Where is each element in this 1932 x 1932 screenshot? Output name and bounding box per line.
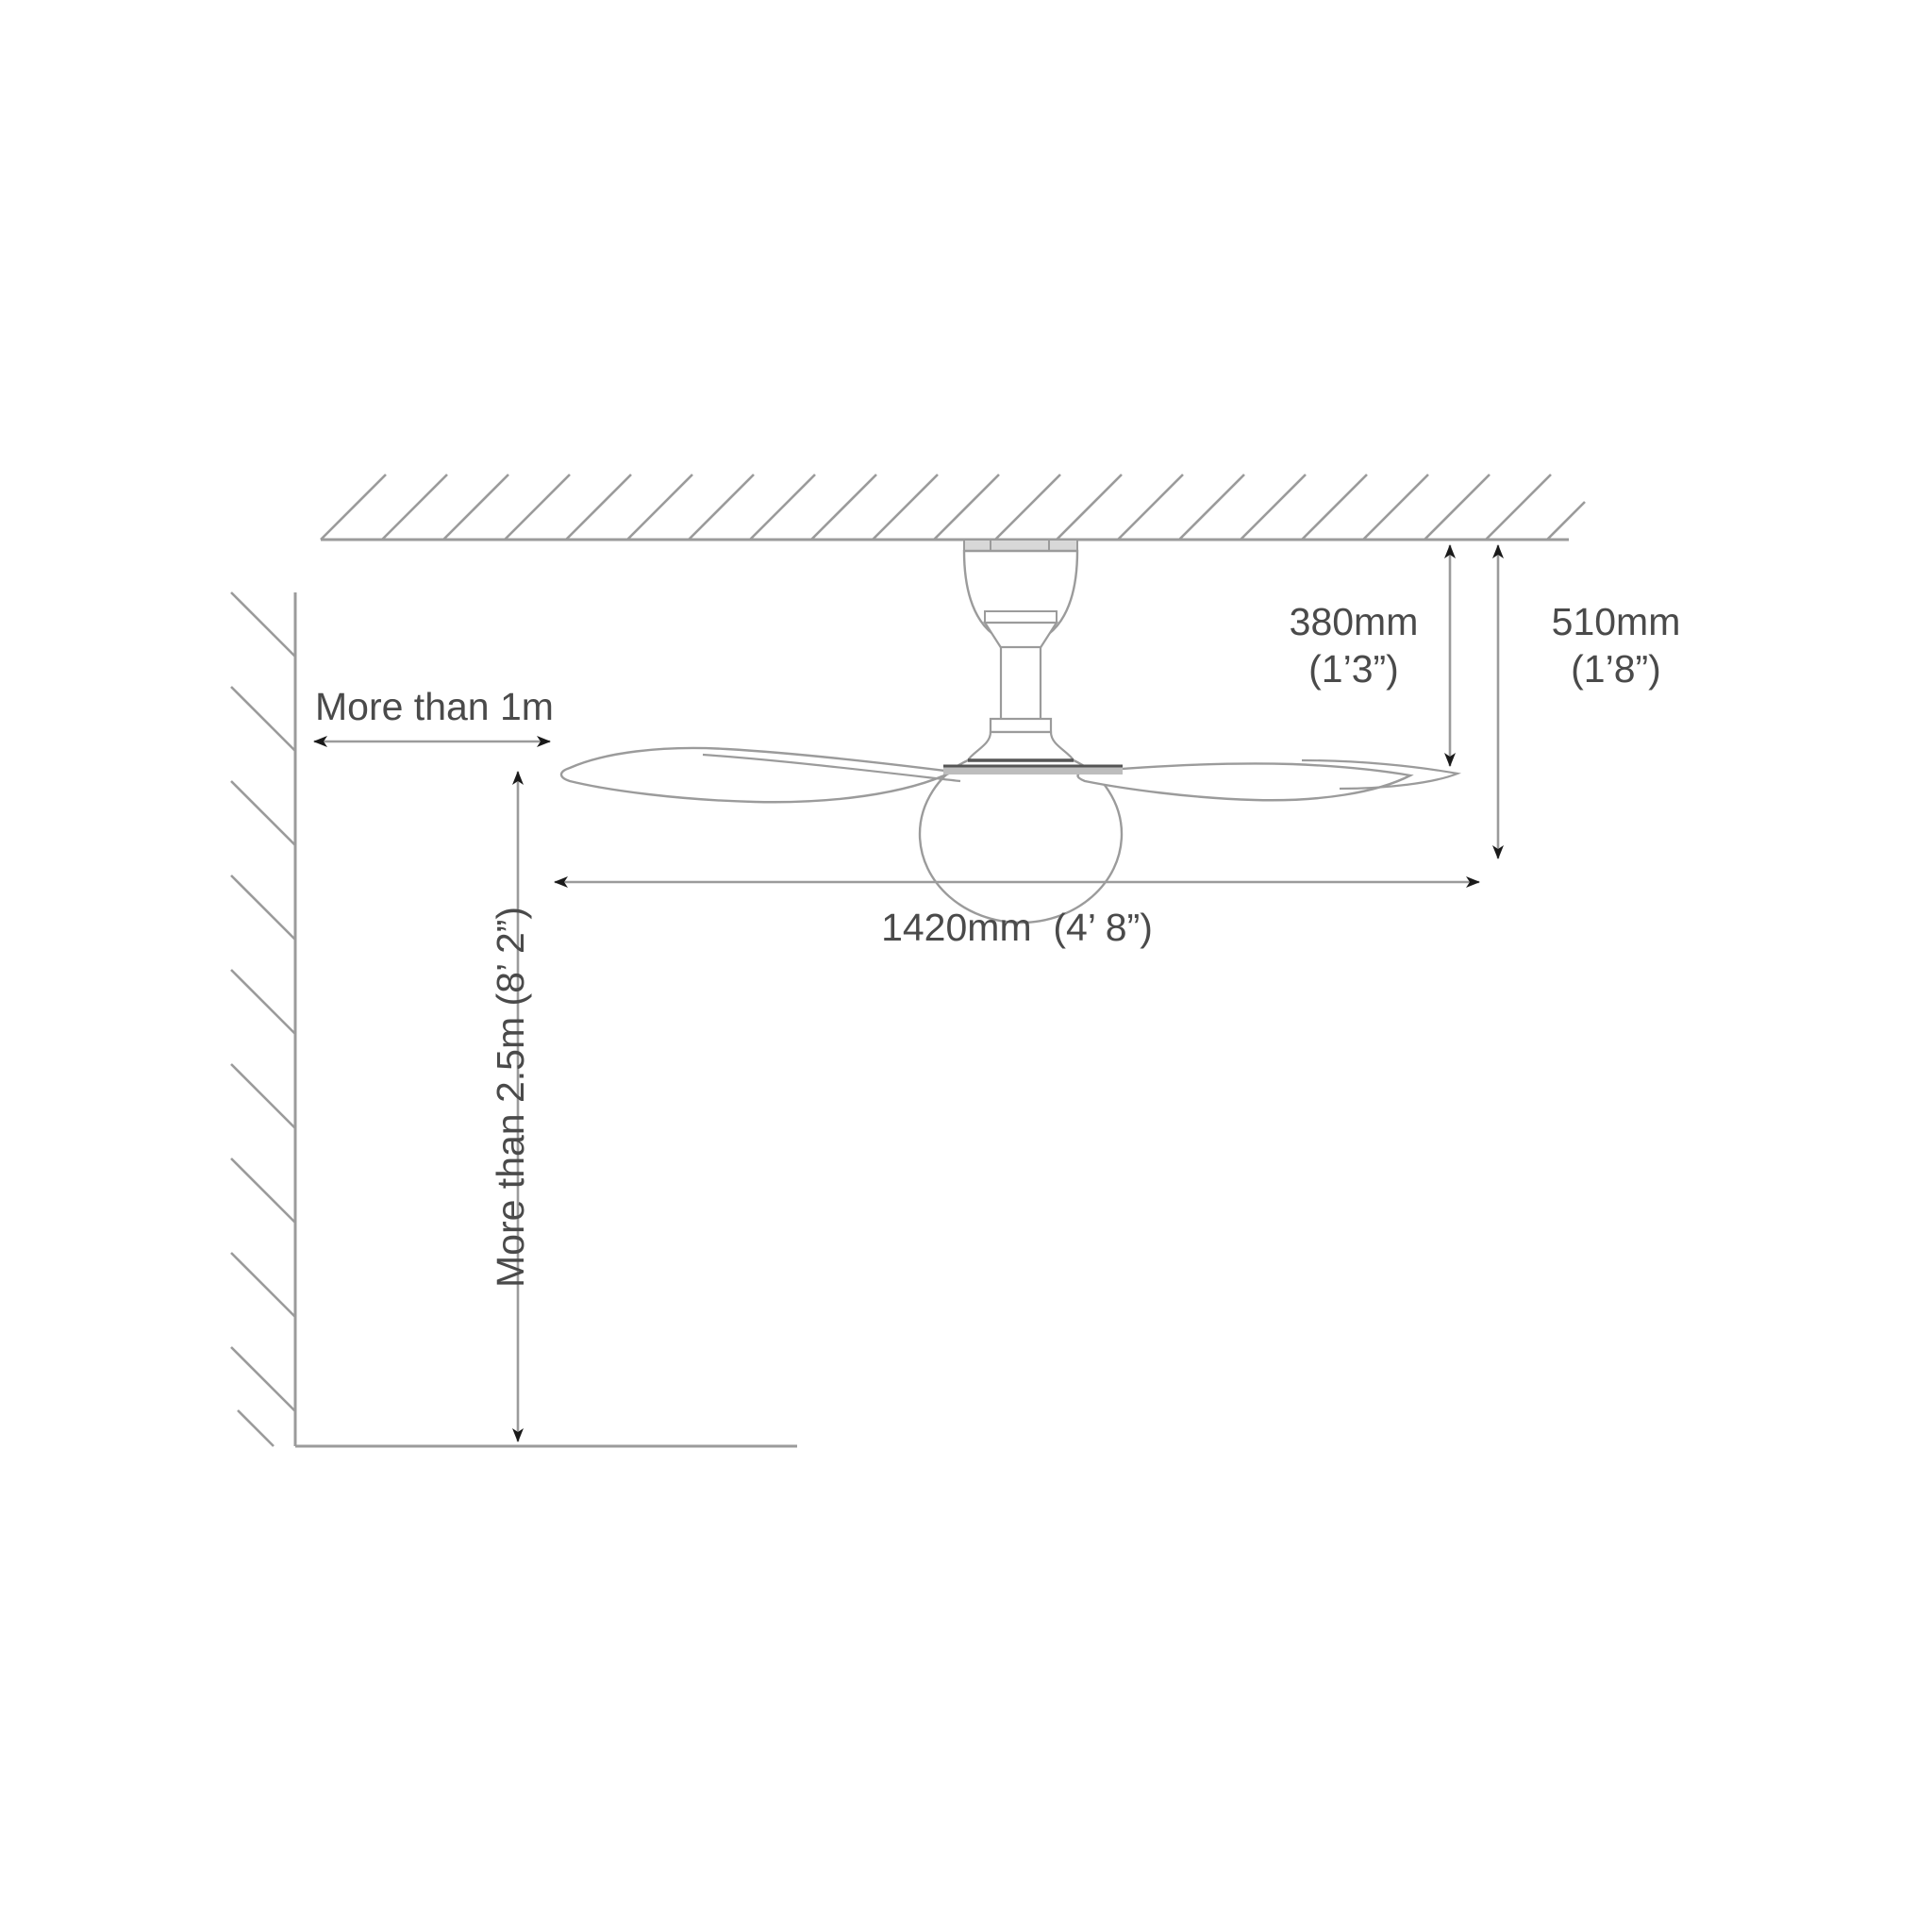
fan-motor-housing <box>966 717 1075 762</box>
ceiling-hatched-surface <box>320 474 1586 541</box>
fan-blades <box>559 746 1461 804</box>
label-blade-span: 1420mm (4’ 8”) <box>881 906 1153 949</box>
fan-light-globe <box>918 758 1124 924</box>
label-drop-380mm: 380mm (1’3”) <box>1289 600 1419 691</box>
ceiling-fan-with-light <box>559 539 1461 924</box>
fan-canopy <box>962 539 1079 651</box>
fan-downrod <box>999 645 1042 724</box>
label-wall-clearance: More than 1m <box>315 685 554 728</box>
label-floor-clearance: More than 2.5m (8’ 2”) <box>489 906 532 1288</box>
wall-hatched-surface <box>230 591 297 1447</box>
label-drop-510mm: 510mm (1’8”) <box>1551 600 1681 691</box>
